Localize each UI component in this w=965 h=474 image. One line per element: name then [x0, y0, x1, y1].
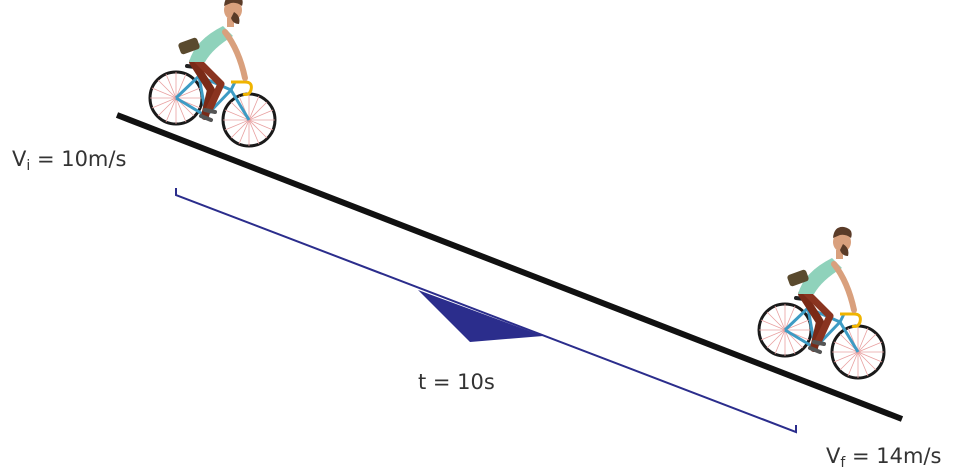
time-bracket: [175, 188, 797, 434]
bracket-pointer: [418, 290, 543, 342]
initial-velocity-value: = 10m/s: [30, 147, 127, 171]
final-velocity-value: = 14m/s: [845, 444, 942, 468]
cyclist-bottom: [759, 227, 884, 378]
final-velocity-label: Vf = 14m/s: [826, 444, 942, 471]
final-velocity-symbol: V: [826, 444, 841, 468]
final-velocity-subscript: f: [840, 455, 846, 471]
cyclist-top: [150, 0, 275, 146]
initial-velocity-subscript: i: [26, 158, 31, 174]
initial-velocity-symbol: V: [12, 147, 27, 171]
time-label: t = 10s: [418, 370, 495, 394]
incline-slope: [115, 112, 904, 422]
initial-velocity-label: Vi = 10m/s: [12, 147, 127, 174]
